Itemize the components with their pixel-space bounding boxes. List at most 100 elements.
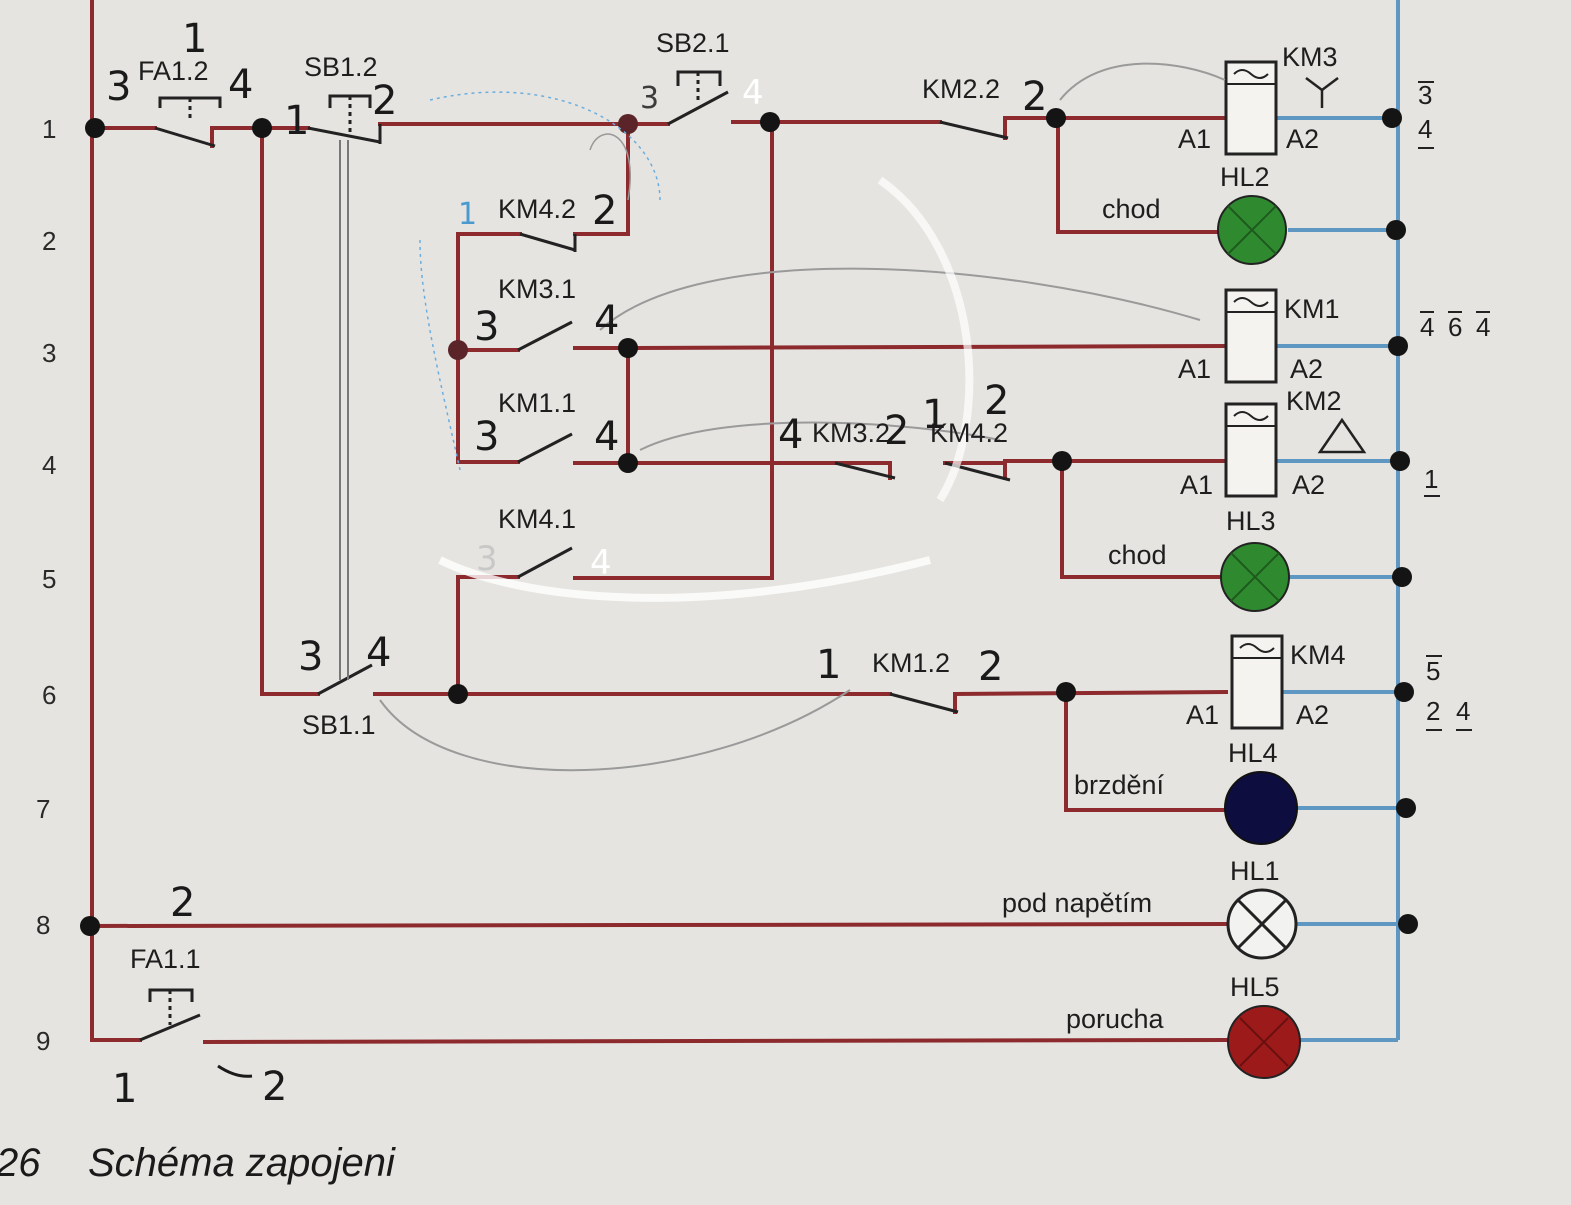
component-labels: FA1.2 SB1.2 SB2.1 KM2.2 KM4.2 KM3.1 KM1.… [130,28,1346,1034]
coil-km1 [1224,288,1278,384]
coil-km4 [1230,634,1284,730]
hw-km11-left: 3 [474,414,499,460]
label-sb1-1: SB1.1 [302,710,376,740]
label-hl2: HL2 [1220,162,1270,192]
label-km1-a2: A2 [1290,354,1323,384]
lamp-hl4 [1224,771,1298,845]
hw-fa-left: 3 [106,64,131,110]
hw-km32-left: 4 [778,412,803,458]
label-km4-a2: A2 [1296,700,1329,730]
hw-sb21-left: 3 [640,81,659,116]
phase-wiring [89,0,1231,1045]
label-hl3-desc: chod [1108,540,1167,570]
hw-sb11-left: 3 [298,634,323,680]
hw-km41-left: 3 [476,539,498,579]
figure-caption: 26 Schéma zapojeni [0,1141,396,1185]
label-km4-2: KM4.2 [498,194,576,224]
hw-km42b-right: 2 [984,378,1009,424]
ref-row6-a: 5 [1426,656,1440,686]
coil-km3 [1224,60,1339,156]
label-km1-a1: A1 [1178,354,1211,384]
label-km4-a1: A1 [1186,700,1219,730]
row-number: 7 [36,794,50,824]
figure-title: Schéma zapojeni [88,1141,396,1185]
contact-references: 3 4 4 6 4 1 5 2 4 [1418,80,1494,731]
hw-km41-right: 4 [590,543,612,583]
pushbutton-linkage [339,140,349,680]
label-km4-2b: KM4.2 [930,418,1008,448]
coil-km2 [1224,402,1367,498]
label-hl1: HL1 [1230,856,1280,886]
lamp-hl2 [1217,195,1287,265]
hw-row8-mark: 2 [170,880,195,926]
row-number: 3 [42,338,56,368]
star-symbol-icon [1305,77,1339,108]
row-number: 1 [42,114,56,144]
hw-fa11-right: 2 [262,1064,287,1110]
ref-row4-a: 1 [1424,464,1438,494]
contacts [139,70,1011,1042]
ref-row3-b: 6 [1448,312,1462,342]
label-hl3: HL3 [1226,506,1276,536]
figure-number: 26 [0,1141,41,1185]
delta-symbol-icon [1317,417,1367,454]
hw-km12-left: 1 [816,642,841,688]
lamp-hl3 [1220,542,1290,612]
label-km2-a1: A1 [1180,470,1213,500]
lamp-hl1 [1226,888,1298,960]
hw-km32-right: 2 [884,408,909,454]
label-fa1-1: FA1.1 [130,944,201,974]
row-number: 9 [36,1026,50,1056]
ref-row3-c: 4 [1476,312,1490,342]
label-km2-a2: A2 [1292,470,1325,500]
label-km3-2: KM3.2 [812,418,890,448]
label-fa1-2: FA1.2 [138,56,209,86]
label-km4: KM4 [1290,640,1346,670]
hw-km42-left: 1 [458,197,477,232]
hw-km31-left: 3 [474,304,499,350]
ref-row3-a: 4 [1420,312,1434,342]
label-hl5: HL5 [1230,972,1280,1002]
hw-fa-top: 1 [182,16,207,62]
junction-dots [80,108,1418,936]
hw-fa-right: 4 [228,62,253,108]
label-km3-a2: A2 [1286,124,1319,154]
label-km2-2: KM2.2 [922,74,1000,104]
neutral-bus [1275,0,1400,1042]
hw-km12-right: 2 [978,644,1003,690]
label-km3-1: KM3.1 [498,274,576,304]
hw-sb12-left: 1 [284,98,309,144]
ref-row6-b: 2 [1426,696,1440,726]
row-numbers: 1 2 3 4 5 6 7 8 9 [36,114,56,1056]
row-number: 5 [42,564,56,594]
hw-km31-right: 4 [594,298,619,344]
ref-row1-b: 4 [1418,114,1432,144]
label-hl1-desc: pod napětím [1002,888,1152,918]
hw-km22-right: 2 [1022,74,1047,120]
label-km1: KM1 [1284,294,1340,324]
label-km1-2: KM1.2 [872,648,950,678]
hw-sb11-right: 4 [366,630,391,676]
label-hl4: HL4 [1228,738,1278,768]
hw-km42b-left: 1 [922,392,947,438]
label-km4-1: KM4.1 [498,504,576,534]
row-number: 4 [42,450,56,480]
label-hl2-desc: chod [1102,194,1161,224]
label-km2: KM2 [1286,386,1342,416]
ref-row6-c: 4 [1456,696,1470,726]
hw-km42-right: 2 [592,188,617,234]
label-km3-a1: A1 [1178,124,1211,154]
label-km3: KM3 [1282,42,1338,72]
hw-fa11-left: 1 [112,1066,137,1112]
label-hl4-desc: brzdění [1074,770,1165,800]
pencil-annotations [379,62,1226,772]
handwritten-terminal-numbers: 3 4 1 1 2 3 4 2 1 2 3 4 3 4 4 2 1 2 3 4 … [106,16,1047,1112]
label-sb2-1: SB2.1 [656,28,730,58]
row-number: 2 [42,226,56,256]
row-number: 8 [36,910,50,940]
lamp-hl5 [1227,1005,1301,1079]
label-km1-1: KM1.1 [498,388,576,418]
label-sb1-2: SB1.2 [304,52,378,82]
row-number: 6 [42,680,56,710]
